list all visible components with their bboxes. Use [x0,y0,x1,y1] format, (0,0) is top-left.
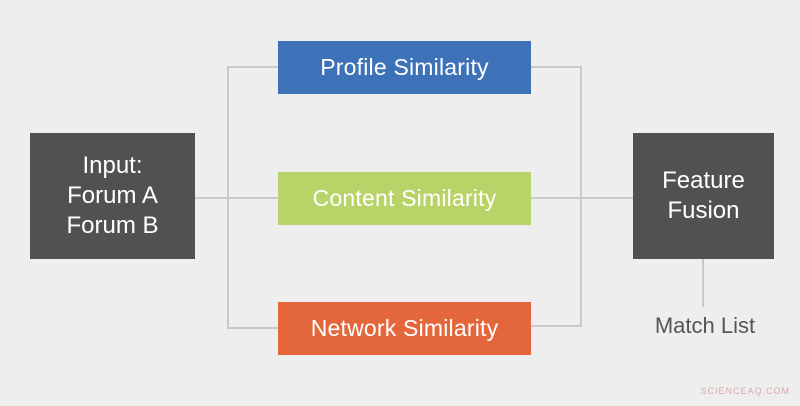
connector-right-branch [531,66,582,327]
input-label: Input: Forum A Forum B [66,152,159,239]
network-similarity-box: Network Similarity [278,302,531,355]
connector-left-branch [227,66,278,329]
watermark: SCIENCEAQ.COM [700,386,790,396]
profile-similarity-label: Profile Similarity [320,54,489,80]
feature-fusion-box: Feature Fusion [633,133,774,259]
match-list-label: Match List [654,313,756,338]
feature-fusion-label: Feature Fusion [662,167,745,224]
network-similarity-label: Network Similarity [310,315,499,341]
input-box: Input: Forum A Forum B [30,133,195,259]
profile-similarity-box: Profile Similarity [278,41,531,94]
content-similarity-label: Content Similarity [312,185,497,211]
content-similarity-box: Content Similarity [278,172,531,225]
